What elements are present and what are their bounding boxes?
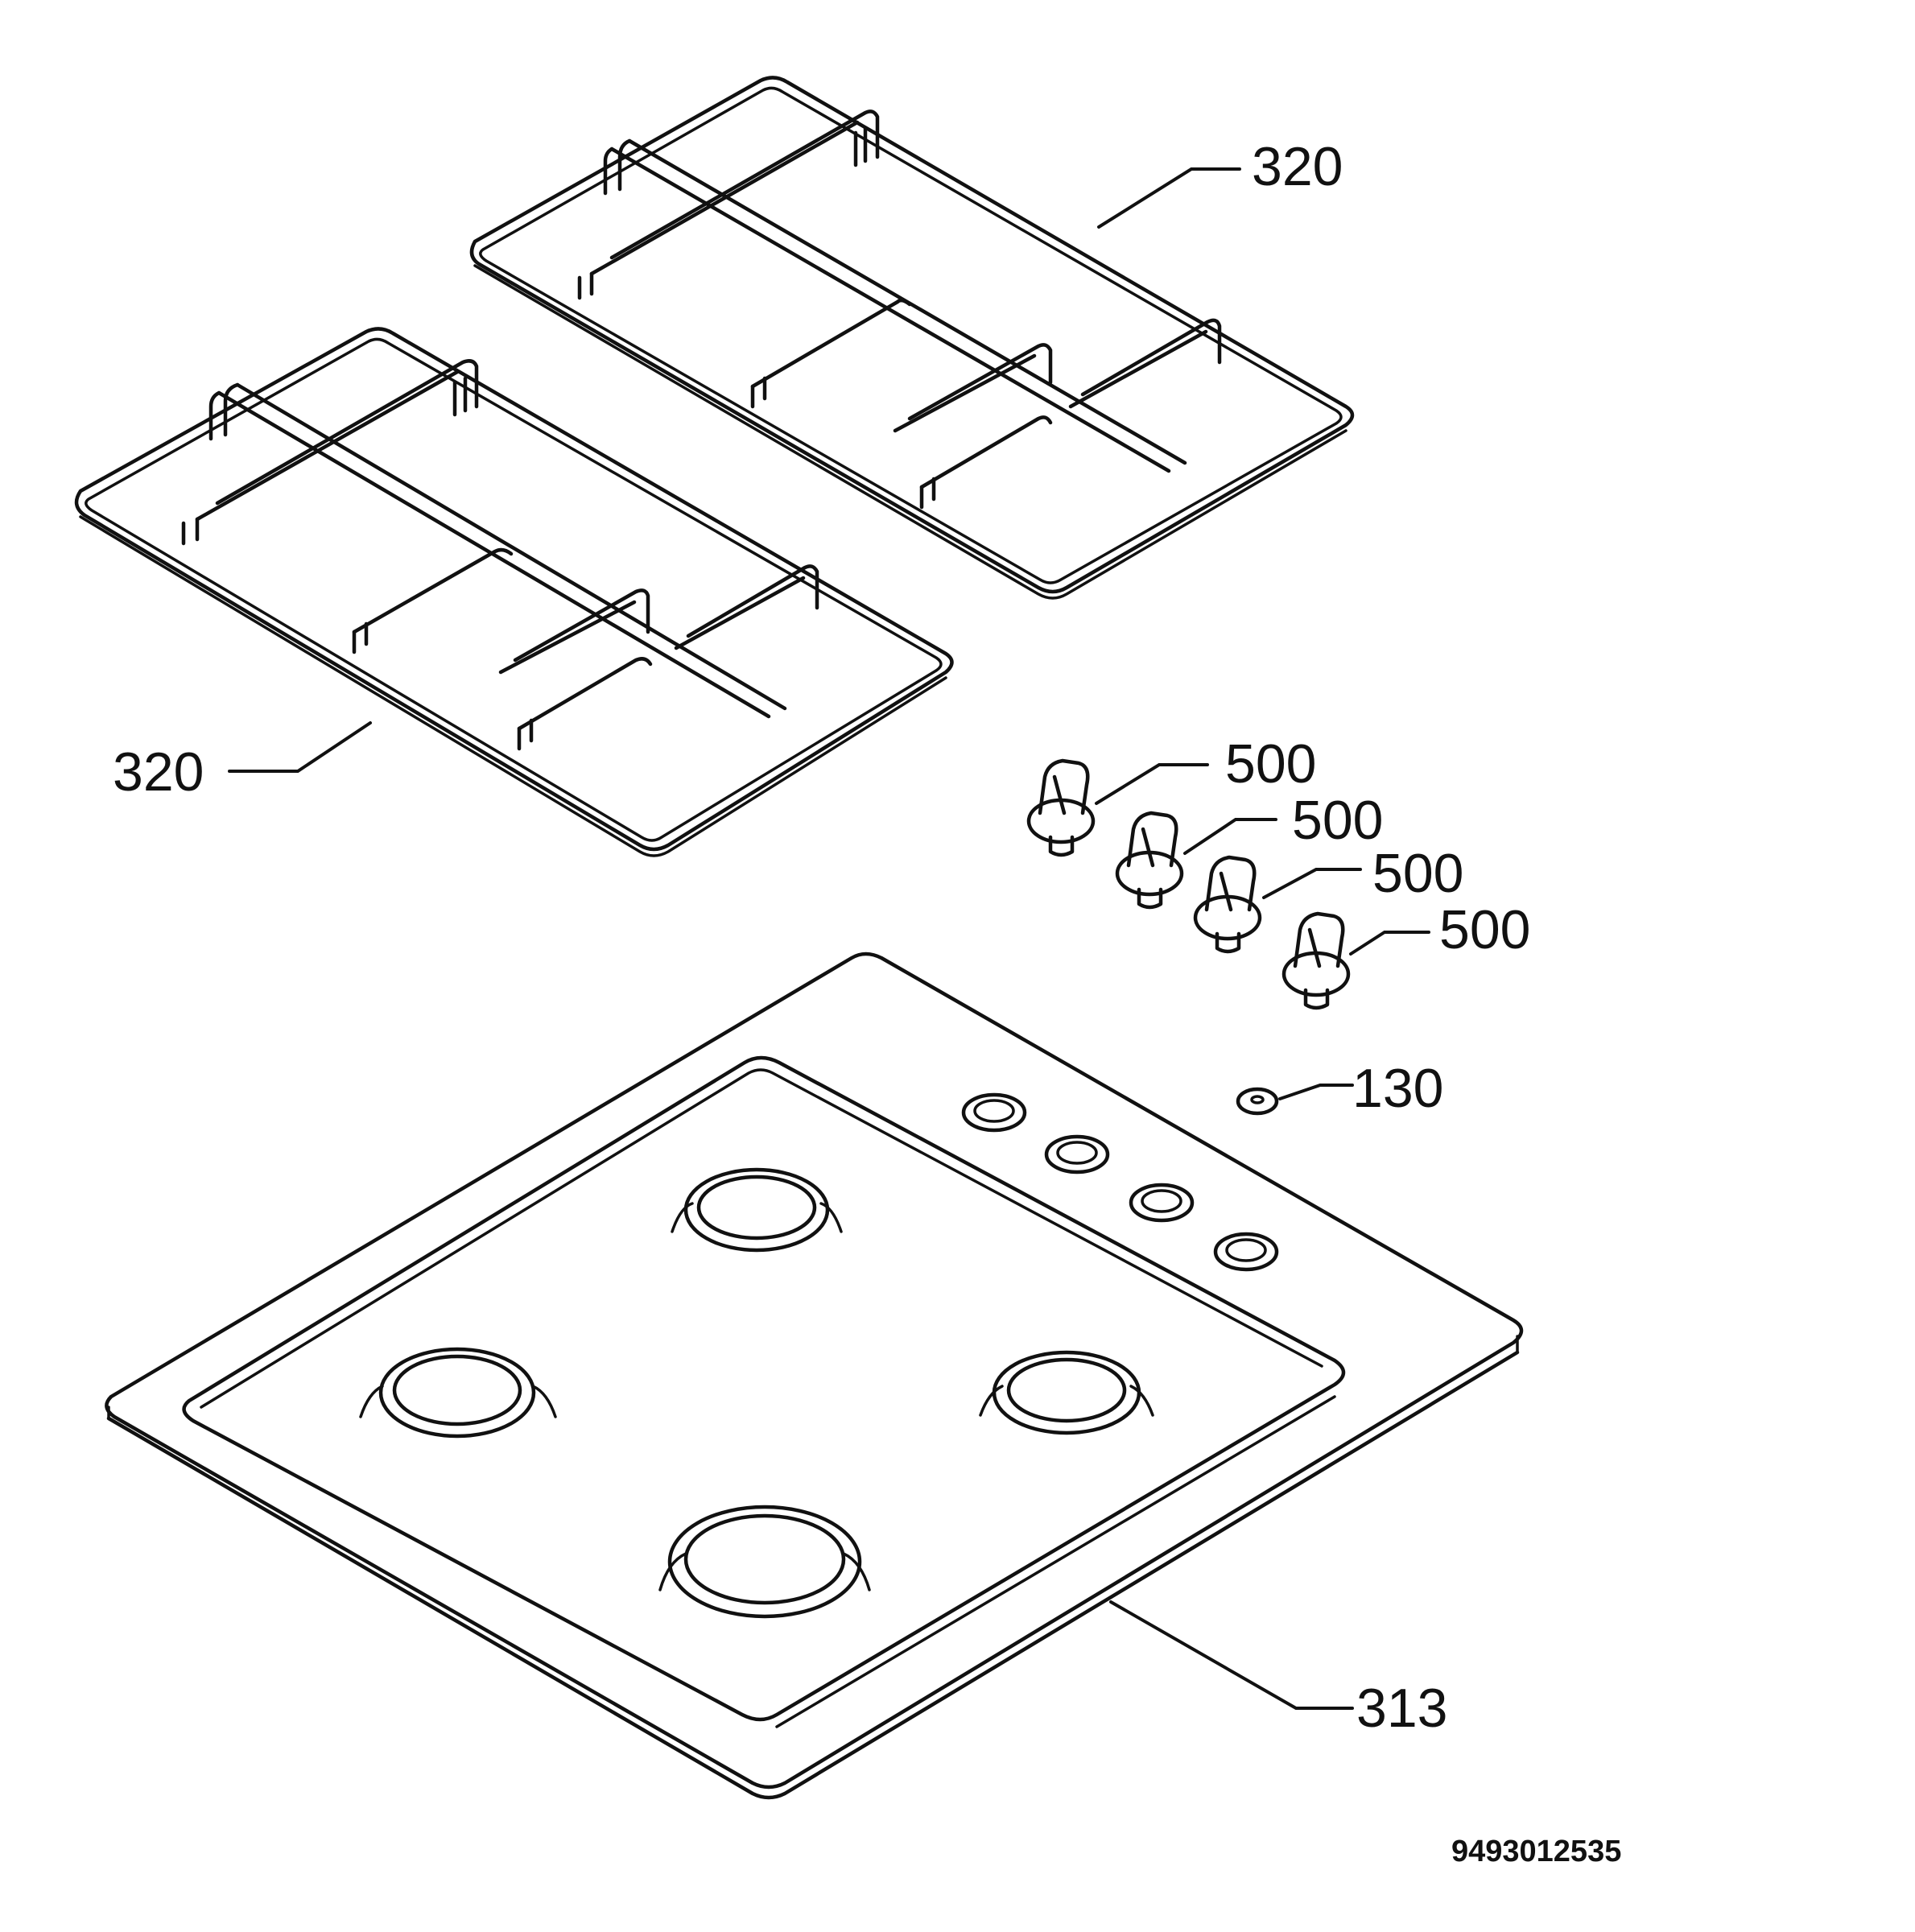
control-knob-1[interactable] [1026,758,1096,857]
control-knob-4[interactable] [1281,911,1351,1010]
label-320-lower: 320 [113,741,204,803]
knob-hole-2 [1044,1134,1110,1174]
pan-support-grid-lower[interactable] [74,327,954,857]
knob-hole-1 [961,1092,1027,1133]
knob-hole-4 [1213,1232,1279,1272]
label-500-knob-3: 500 [1372,843,1463,904]
burner-left [359,1347,557,1439]
small-cap-part[interactable] [1236,1087,1279,1116]
control-knob-2[interactable] [1115,811,1184,910]
knob-hole-3 [1129,1183,1195,1223]
label-group-hob: 313 [1109,1600,1447,1739]
label-group-knobs: 500 500 500 500 [1095,733,1530,960]
burner-front [658,1505,871,1619]
label-group-grid-lower: 320 [113,721,372,803]
label-313: 313 [1356,1678,1447,1739]
drawing-code: 9493012535 [1451,1835,1621,1868]
label-320-upper: 320 [1252,136,1343,197]
label-500-knob-1: 500 [1225,733,1316,795]
hob-top-plate[interactable] [105,952,1524,1800]
label-group-cap: 130 [1278,1058,1443,1119]
burner-right [979,1350,1154,1435]
pan-support-grid-upper[interactable] [469,76,1355,600]
label-group-grid-upper: 320 [1097,136,1343,229]
label-500-knob-2: 500 [1292,790,1383,851]
label-130: 130 [1352,1058,1443,1119]
control-knob-3[interactable] [1193,855,1262,954]
burner-rear-left [671,1167,843,1253]
label-500-knob-4: 500 [1439,899,1530,960]
